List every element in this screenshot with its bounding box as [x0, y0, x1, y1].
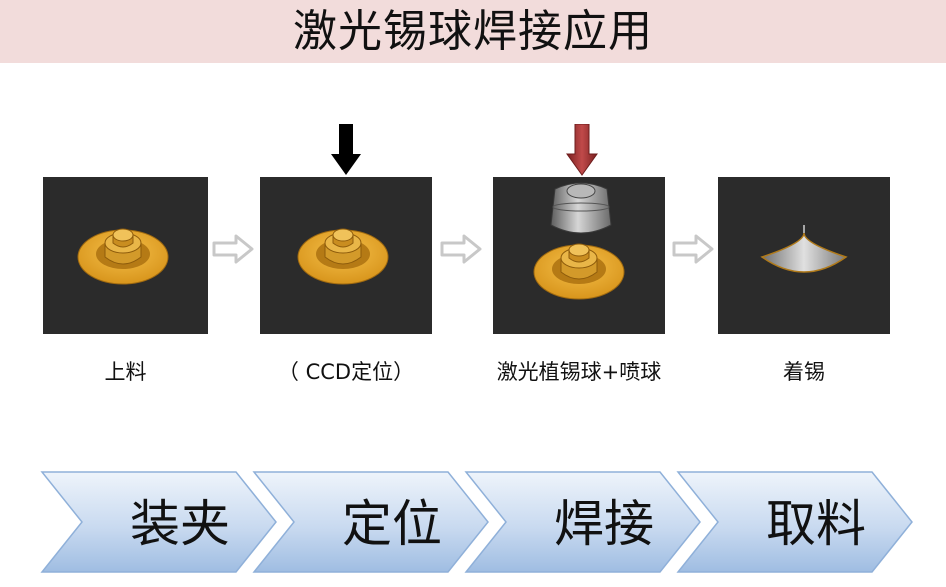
ccd-down-arrow-icon: [331, 124, 361, 175]
step-image-laser-ball-jetting: [493, 177, 665, 334]
step-label-ccd-positioning: （ CCD定位）: [277, 360, 415, 384]
process-chevron-clamping: [40, 471, 277, 573]
process-chevron-bar: [40, 471, 913, 573]
process-chevron-unloading: [676, 471, 913, 573]
process-label-positioning: 定位: [342, 495, 442, 553]
step-image-loading: [43, 177, 208, 334]
step-label-loading: 上料: [104, 360, 147, 384]
step-label-laser-ball-jetting: 激光植锡球+喷球: [496, 360, 662, 384]
title-bar: [0, 0, 946, 63]
process-label-welding: 焊接: [554, 495, 654, 553]
step-image-soldered: [718, 177, 890, 334]
process-chevron-welding: [464, 471, 701, 573]
step-image-ccd-positioning: [260, 177, 432, 334]
process-label-unloading: 取料: [766, 495, 866, 553]
process-label-clamping: 装夹: [130, 495, 230, 553]
process-chevron-positioning: [252, 471, 489, 573]
step-label-soldered: 着锡: [783, 360, 825, 384]
laser-down-arrow-icon: [566, 124, 598, 176]
page-title: 激光锡球焊接应用: [293, 6, 653, 57]
flow-arrow-icon: [672, 234, 714, 264]
flow-arrow-icon: [212, 234, 254, 264]
flow-arrow-icon: [440, 234, 482, 264]
